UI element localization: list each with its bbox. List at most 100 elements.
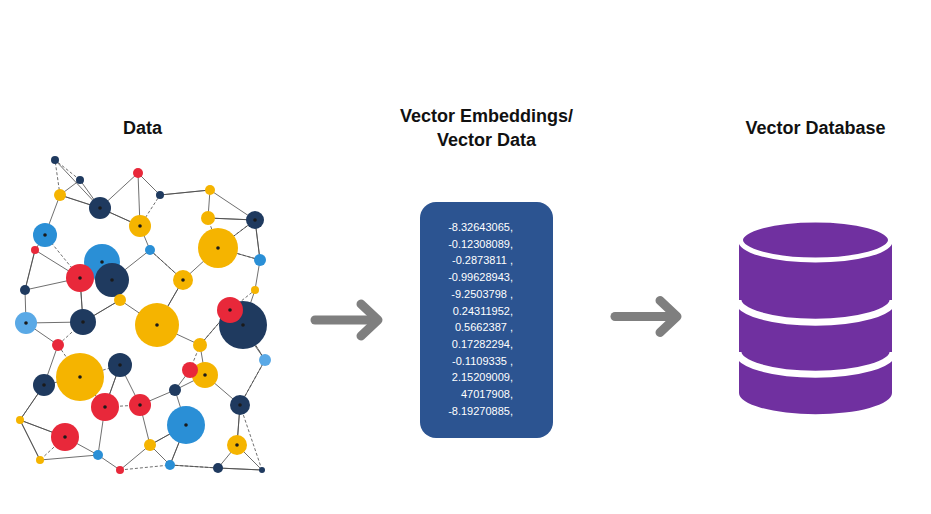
arrow-head <box>660 301 677 333</box>
arrow-shaft <box>315 316 375 325</box>
network-dot-core <box>110 278 114 282</box>
network-dot <box>167 406 205 444</box>
network-dot <box>66 264 94 292</box>
network-dot <box>89 197 111 219</box>
network-dot <box>251 286 259 294</box>
network-dot-core <box>103 405 107 409</box>
flow-arrow <box>315 304 378 336</box>
network-dot <box>227 435 247 455</box>
network-dot-core <box>81 320 85 324</box>
network-link <box>25 250 35 290</box>
network-dot <box>173 270 193 290</box>
database-cylinder-shape <box>738 218 893 415</box>
network-dot <box>165 460 175 470</box>
network-dot <box>201 211 215 225</box>
network-link <box>160 190 210 195</box>
vector-value: -0.12308089, <box>430 236 513 253</box>
network-dot-core <box>98 206 102 210</box>
vector-value: -8.32643065, <box>430 219 513 236</box>
network-dot-core <box>203 373 207 377</box>
cylinder-body <box>739 240 892 414</box>
network-dot <box>217 297 243 323</box>
network-dot <box>56 353 104 401</box>
arrow-head <box>361 304 378 336</box>
network-dot-core <box>78 276 82 280</box>
network-dot-core <box>155 323 159 327</box>
arrow-shaft <box>615 312 674 321</box>
network-dot <box>198 228 238 268</box>
network-dot-core <box>42 383 46 387</box>
network-dot <box>144 439 156 451</box>
network-link <box>218 468 262 470</box>
vector-value: -0.99628943, <box>430 269 513 286</box>
network-dot-core <box>235 443 239 447</box>
network-dot-core <box>253 218 257 222</box>
vector-data-box: Vector Embeddings/ Vector Data-8.3264306… <box>420 202 553 438</box>
cylinder-separator <box>738 300 893 322</box>
network-dot <box>36 456 44 464</box>
network-link <box>170 465 218 468</box>
vector-value: 0.5662387 , <box>430 319 513 336</box>
network-dot <box>116 466 124 474</box>
network-dot <box>230 395 250 415</box>
vector-value: -8.19270885, <box>430 403 513 420</box>
network-dot <box>182 362 198 378</box>
flow-arrow <box>615 301 677 333</box>
network-dot <box>20 285 30 295</box>
network-dot <box>156 191 164 199</box>
network-dot-core <box>138 403 142 407</box>
network-dot <box>129 394 151 416</box>
network-dot <box>54 189 66 201</box>
network-dot-core <box>138 224 142 228</box>
network-dot-core <box>118 363 122 367</box>
network-dot <box>31 246 39 254</box>
network-dot <box>51 423 79 451</box>
network-dot <box>246 211 264 229</box>
network-link <box>160 190 210 195</box>
database-cylinder: Vector Database <box>738 218 893 415</box>
vector-value: 0.24311952, <box>430 303 513 320</box>
network-dot-core <box>181 278 185 282</box>
network-dot <box>51 156 59 164</box>
network-dot <box>254 254 266 266</box>
network-dot-core <box>184 423 188 427</box>
network-dot <box>33 374 55 396</box>
cylinder-top <box>741 220 891 260</box>
vector-value: -0.2873811 , <box>430 252 513 269</box>
vector-value: 0.17282294, <box>430 336 513 353</box>
network-link <box>170 465 218 468</box>
vector-value: 2.15209009, <box>430 369 513 386</box>
cylinder-separator <box>738 352 893 374</box>
network-dot-core <box>216 246 220 250</box>
network-link <box>25 250 35 290</box>
network-dot-core <box>228 308 232 312</box>
network-dot <box>16 416 24 424</box>
network-dot-core <box>24 321 28 325</box>
network-dot-core <box>100 260 104 264</box>
network-dot <box>70 309 96 335</box>
network-dot <box>133 168 143 178</box>
network-dot <box>169 384 181 396</box>
network-dot-core <box>78 375 82 379</box>
network-dot <box>259 354 271 366</box>
network-dot <box>76 176 84 184</box>
network-dot <box>95 263 129 297</box>
network-dot <box>108 353 132 377</box>
network-dot-core <box>238 403 242 407</box>
network-link <box>218 468 262 470</box>
network-dot <box>91 393 119 421</box>
network-link <box>120 465 170 470</box>
vector-value: -0.1109335 , <box>430 353 513 370</box>
vector-value: 47017908, <box>430 386 513 403</box>
network-dot <box>145 245 155 255</box>
network-dot <box>193 338 207 352</box>
network-dot <box>33 223 57 247</box>
data-illustration-area: Data <box>15 165 270 478</box>
network-link <box>55 160 80 180</box>
vector-value: -9.2503798 , <box>430 286 513 303</box>
network-dot-core <box>63 435 67 439</box>
column-heading: Vector Embeddings/ Vector Data <box>392 104 582 152</box>
network-dot <box>129 215 151 237</box>
network-dot <box>213 463 223 473</box>
network-dot <box>52 339 64 351</box>
